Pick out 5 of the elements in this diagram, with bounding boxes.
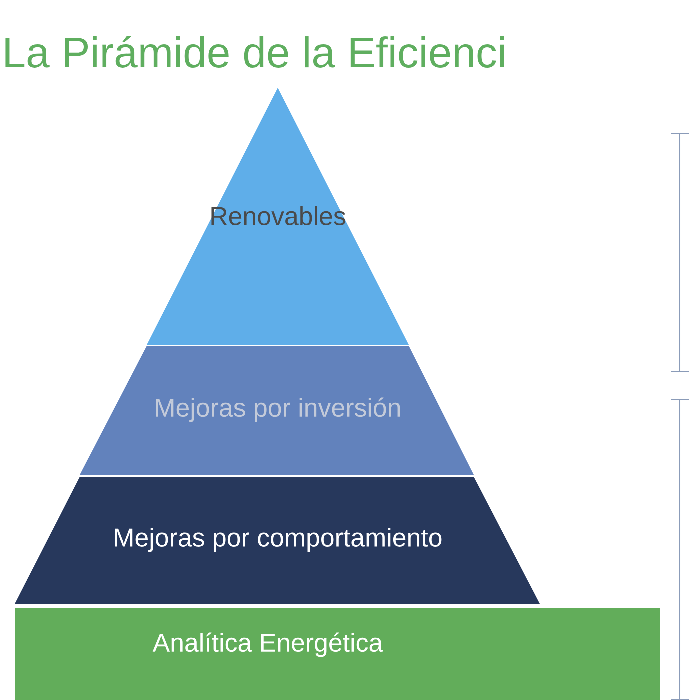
pyramid-level: Mejoras por inversión — [80, 346, 474, 475]
base-bar: Analítica Energética — [15, 608, 660, 700]
title: La Pirámide de la Eficienci — [6, 36, 504, 68]
pyramid-level: Renovables — [147, 88, 409, 345]
pyramid-level: Mejoras por comportamiento — [15, 477, 540, 604]
